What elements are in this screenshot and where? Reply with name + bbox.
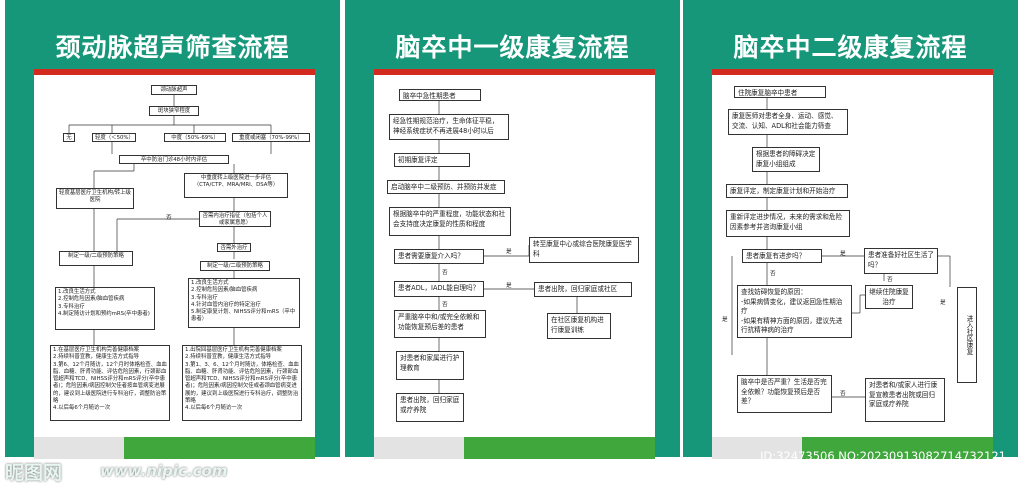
flow-connectors — [438, 100, 578, 393]
node-followup-left: 1.在基层医疗卫生机构完善健康档案 2.持续科普宣教，健康生活方式指导 3.第6… — [50, 345, 170, 421]
label-yes: 是 — [840, 251, 846, 257]
node-physician-screening: 康复医师对患者全身、运动、感觉、交流、认知、ADL和社会能力筛查 — [728, 109, 848, 135]
nipic-logo: 昵图网 — [5, 462, 63, 484]
nipic-site-url: www.nipic.com — [100, 462, 228, 480]
node-community-rehab: 进入社区康复 — [957, 287, 977, 383]
panel-carotid-screening: 颈动脉超声筛查流程 颈动脉超声 斑块狭窄程度 无 轻度（＜50 — [5, 0, 340, 459]
node-team-formation: 根据患者的障碍决定康复小组组成 — [752, 147, 820, 172]
node-further-imaging: 中重度转上级医院进一步评估（CTA/CTP、MRA/MRI、DSA等） — [184, 173, 288, 198]
panel-stroke-rehab-level1: 脑卒中一级康复流程 脑卒中急性期患者 经急性期规范治疗，生命体征平稳，神经系统症… — [345, 0, 680, 459]
image-id-label: ID:32473506 NO:20230913082714732121 — [760, 449, 1006, 463]
label-yes: 是 — [506, 249, 512, 255]
panel-title: 颈动脉超声筛查流程 — [55, 33, 290, 62]
node-acute-stroke-patient: 脑卒中急性期患者 — [399, 89, 481, 101]
node-mild-primary-care: 轻度基层医疗卫生机构/转上级医院 — [56, 188, 134, 209]
node-none: 无 — [63, 133, 75, 142]
node-48h-stable: 经急性期规范治疗，生命体征平稳，神经系统症状不再进展48小时以后 — [389, 114, 509, 140]
label-no: 否 — [770, 271, 776, 277]
panel-title: 脑卒中二级康复流程 — [733, 33, 968, 62]
node-severity-question: 脑卒中是否严重？生活是否完全依赖？功能恢复预后是否差？ — [737, 375, 832, 413]
node-need-rehab-question: 患者需要康复介入吗？ — [394, 249, 484, 264]
node-continue-inpatient: 继续住院康复治疗 — [865, 285, 913, 309]
node-prevention-strategy-left: 制定一级/二级预防策略 — [59, 251, 133, 266]
node-progress-question: 患者康复有进步吗？ — [742, 249, 822, 263]
node-moderate: 中度（50%-69%） — [164, 133, 226, 142]
node-nursing-education: 对患者和家属进行护理教育 — [396, 351, 464, 380]
node-followup-right: 1.出院回基层医疗卫生机构完善健康档案 2.持续科普宣教，健康生活方式指导 3.… — [182, 345, 302, 421]
label-no: 否 — [442, 302, 448, 308]
label-yes: 是 — [940, 300, 946, 306]
node-community-ready-question: 患者准备好社区生活了吗？ — [864, 248, 938, 274]
node-treatment-left: 1.改良生活方式 2.控制危险因素/脑血管疾病 3.专科治疗 4.制定随访计划和… — [55, 287, 155, 330]
panel-title: 脑卒中一级康复流程 — [395, 33, 630, 62]
node-reassess-progress: 重新评定进步情况，未来的需求和危险因素参考并咨询康复小组 — [726, 210, 850, 237]
node-surgery-needed: 否需外治疗 — [217, 243, 251, 252]
node-treatment-right: 1.改良生活方式 2.控制危险因素/脑血管疾病 3.专科治疗 4.针对血管内治疗… — [188, 278, 300, 328]
node-severe-dependent: 严重脑卒中和/或完全依赖和功能恢复预后差的患者 — [394, 310, 486, 338]
node-inpatient-stroke: 住院康复脑卒中患者 — [734, 86, 826, 98]
node-community-rehab: 在社区康复机构进行康复训练 — [547, 313, 611, 339]
node-adl-question: 患者ADL，IADL能自理吗？ — [394, 281, 484, 297]
flow-connectors — [68, 94, 272, 345]
node-discharge-home: 患者出院，回归家庭或疗养院 — [396, 393, 464, 422]
node-prevention-strategy-right: 制定一级/二级预防策略 — [200, 261, 270, 271]
node-severe: 重度或闭塞（70%-99%） — [232, 133, 310, 142]
node-secondary-prevention: 启动脑卒中二级预防、并预防并发症 — [387, 180, 505, 194]
node-initial-assessment: 初期康复评定 — [394, 153, 470, 167]
footer-bar — [34, 437, 315, 459]
flowchart-sheet: 脑卒中急性期患者 经急性期规范治疗，生命体征平稳，神经系统症状不再进展48小时以… — [374, 69, 655, 459]
label-no: 否 — [442, 270, 448, 276]
node-48h-evaluation: 卒中防治门诊48小时内评估 — [119, 155, 229, 164]
node-discharge-community: 患者出院，回归家庭或社区 — [534, 282, 632, 297]
label-no: 否 — [887, 277, 893, 283]
node-mild: 轻度（＜50%） — [92, 133, 136, 142]
panel-stroke-rehab-level2: 脑卒中二级康复流程 住院康复脑卒中患者 康复医师对患者全身、运动、感觉、交流、认… — [683, 0, 1018, 459]
label-yes: 是 — [722, 317, 728, 323]
node-assess-plan: 康复评定，制定康复计划和开始治疗 — [726, 184, 848, 198]
node-rehab-decision: 根据脑卒中的严重程度，功能状态和社会支持度决定康复的性质和程度 — [389, 207, 511, 236]
label-yes: 是 — [506, 283, 512, 289]
node-education-discharge: 对患者和/或家人进行康复宣教患者出院或回归家庭或疗养院 — [865, 378, 945, 422]
node-rehab-center: 转至康复中心或综合医院康复医学科 — [529, 237, 639, 263]
label-no: 否 — [840, 391, 846, 397]
node-carotid-ultrasound: 颈动脉超声 — [151, 85, 197, 95]
node-intervention-indication: 否需内治疗指征（包括个人或家属意愿） — [199, 211, 271, 227]
footer-bar — [712, 437, 993, 459]
flowchart-sheet: 颈动脉超声 斑块狭窄程度 无 轻度（＜50%） 中度（50%-69%） 重度或闭… — [34, 69, 315, 459]
node-find-obstacles: 查找妨碍恢复的原因： -如果病情变化，建议返回急性期治疗 -如果有精神方面的原因… — [737, 285, 852, 338]
flow-connectors — [731, 97, 951, 398]
label-no: 否 — [166, 215, 172, 221]
flowchart-sheet: 住院康复脑卒中患者 康复医师对患者全身、运动、感觉、交流、认知、ADL和社会能力… — [712, 69, 993, 459]
footer-bar — [374, 437, 655, 459]
node-stenosis-degree: 斑块狭窄程度 — [149, 106, 199, 116]
